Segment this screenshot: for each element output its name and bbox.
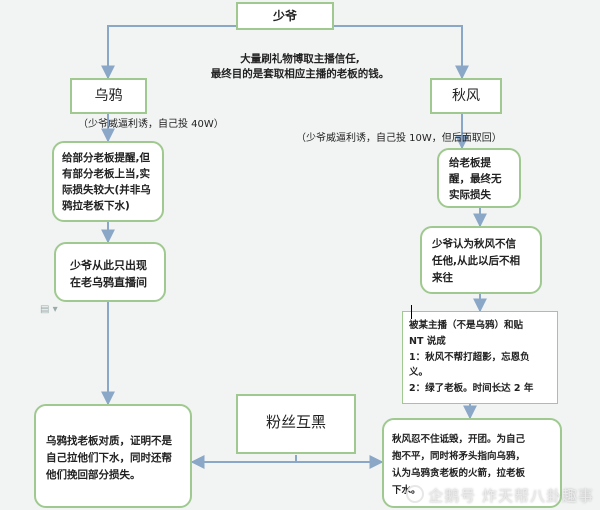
autumn-box-3-line-2: NT 说成	[409, 336, 446, 347]
crow-box-2-line-2: 在老乌鸦直播间	[70, 276, 147, 289]
autumn-label: 秋风	[452, 88, 480, 104]
autumn-box-3-line-1: 被某主播（不是乌鸦）和贴	[409, 320, 524, 331]
arrow-root-to-crow	[101, 25, 236, 80]
crow-box-3-line-3: 他们挽回部分损失。	[46, 469, 141, 481]
autumn-box-3: 被某主播（不是乌鸦）和贴 NT 说成 1：秋风不帮打超影，忘恩负 义。 2：绿了…	[402, 311, 558, 404]
root-node: 少爷	[236, 2, 334, 30]
crow-node: 乌鸦	[70, 78, 147, 114]
autumn-box-2-line-2: 任他,从此以后不相	[432, 255, 520, 267]
autumn-box-3-line-4: 义。	[409, 367, 429, 378]
crow-box-3: 乌鸦找老板对质，证明不是 自己拉他们下水，同时还帮 他们挽回部分损失。	[34, 404, 192, 508]
autumn-box-4-line-3: 认为乌鸦贪老板的火箭，拉老板	[392, 468, 526, 479]
autumn-box-3-line-3: 1：秋风不帮打超影，忘恩负	[409, 352, 530, 363]
crow-box-3-line-2: 自己拉他们下水，同时还帮	[46, 452, 172, 464]
crow-note: （少爷威逼利诱，自己投 40W）	[78, 119, 224, 130]
autumn-box-1-line-1: 给老板提	[449, 157, 491, 169]
autumn-node: 秋风	[430, 78, 502, 114]
autumn-box-1: 给老板提 醒，最终无 实际损失	[437, 148, 521, 208]
autumn-box-2-line-1: 少爷认为秋风不信	[432, 238, 516, 250]
crow-box-1-line-2: 有部分老板上当,实	[62, 168, 150, 180]
autumn-box-2: 少爷认为秋风不信 任他,从此以后不相 来往	[420, 226, 542, 294]
intro-line-2: 最终目的是套取相应主播的老板的钱。	[210, 68, 390, 80]
fans-label: 粉丝互黑	[265, 413, 326, 431]
autumn-box-1-line-2: 醒，最终无	[449, 173, 502, 185]
document-icon: ▤ ▾	[40, 304, 58, 315]
crow-box-2-line-1: 少爷从此只出现	[70, 259, 147, 272]
root-label: 少爷	[272, 9, 297, 23]
autumn-note: （少爷威逼利诱，自己投 10W，但后面取回）	[296, 133, 502, 144]
fans-node: 粉丝互黑	[236, 394, 356, 454]
autumn-box-1-line-3: 实际损失	[449, 189, 491, 201]
crow-box-2: 少爷从此只出现 在老乌鸦直播间	[54, 242, 166, 302]
arrow-root-to-autumn	[334, 25, 469, 80]
crow-box-1-line-4: 鸦拉老板下水)	[62, 200, 130, 212]
text-cursor	[411, 305, 412, 319]
crow-box-3-line-1: 乌鸦找老板对质，证明不是	[46, 435, 172, 447]
crow-box-1-line-3: 际损失较大(并非乌	[62, 184, 151, 196]
intro-line-1: 大量刷礼物博取主播信任,	[240, 53, 360, 65]
crow-box-1-line-1: 给部分老板提醒,但	[62, 152, 150, 164]
watermark-icon	[406, 485, 425, 503]
watermark: 企鹅号 炸天帮八卦趣事	[406, 485, 594, 506]
crow-box-1: 给部分老板提醒,但 有部分老板上当,实 际损失较大(并非乌 鸦拉老板下水)	[52, 141, 164, 222]
crow-label: 乌鸦	[94, 88, 123, 104]
autumn-box-4-line-1: 秋风忍不住诋毁，开团。为自己	[392, 434, 526, 445]
autumn-box-4-line-2: 抱不平，同时将矛头指向乌鸦，	[392, 451, 526, 462]
autumn-box-3-line-5: 2：绿了老板。时间长达 2 年	[409, 383, 534, 394]
watermark-text: 企鹅号 炸天帮八卦趣事	[428, 487, 594, 505]
autumn-box-2-line-3: 来往	[432, 272, 453, 284]
